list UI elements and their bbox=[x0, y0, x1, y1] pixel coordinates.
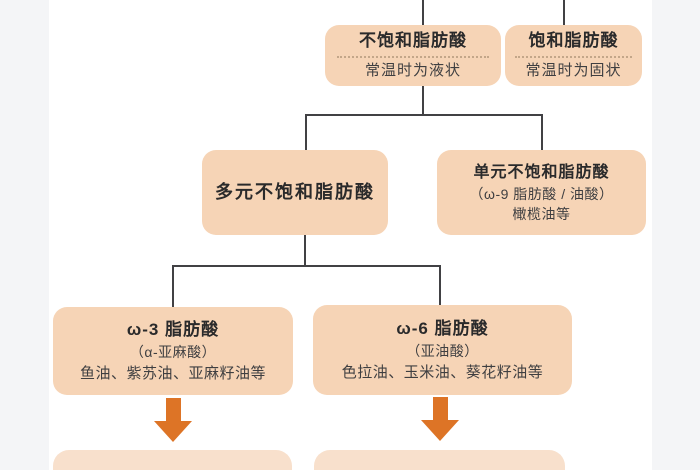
down-arrow-head bbox=[154, 421, 192, 442]
connector-to-omega6 bbox=[439, 265, 441, 306]
node-polyunsaturated: 多元不饱和脂肪酸 bbox=[202, 150, 388, 235]
node-polyunsaturated-title: 多元不饱和脂肪酸 bbox=[215, 182, 375, 203]
node-omega6-line3: 色拉油、玉米油、葵花籽油等 bbox=[341, 363, 544, 381]
node-omega3-line2: （α-亚麻酸） bbox=[129, 344, 217, 361]
branch-unsaturated bbox=[305, 114, 543, 116]
node-monounsaturated-title: 单元不饱和脂肪酸 bbox=[473, 163, 610, 181]
down-arrow-shaft bbox=[432, 397, 448, 420]
connector-to-polyunsaturated bbox=[305, 114, 307, 151]
node-omega6-line2: （亚油酸） bbox=[406, 343, 479, 360]
connector-to-omega3 bbox=[172, 265, 174, 308]
branch-polyunsaturated bbox=[172, 265, 441, 267]
node-saturated-subtitle: 常温时为固状 bbox=[525, 62, 622, 80]
connector-top-to-saturated bbox=[563, 0, 565, 26]
down-arrow-head bbox=[421, 420, 459, 441]
node-unsaturated-title: 不饱和脂肪酸 bbox=[359, 30, 467, 50]
dashed-separator bbox=[514, 56, 633, 59]
down-arrow-icon bbox=[421, 397, 459, 441]
node-monounsaturated: 单元不饱和脂肪酸 （ω-9 脂肪酸 / 油酸） 橄榄油等 bbox=[437, 150, 646, 235]
node-monounsaturated-line3: 橄榄油等 bbox=[512, 206, 571, 223]
connector-top-to-unsaturated bbox=[422, 0, 424, 26]
down-arrow-icon bbox=[154, 398, 192, 442]
connector-unsaturated-down bbox=[422, 85, 424, 116]
node-omega3-line3: 鱼油、紫苏油、亚麻籽油等 bbox=[79, 364, 266, 382]
node-saturated-title: 饱和脂肪酸 bbox=[528, 30, 619, 50]
node-saturated: 饱和脂肪酸 常温时为固状 bbox=[505, 25, 642, 86]
node-unsaturated: 不饱和脂肪酸 常温时为液状 bbox=[325, 25, 501, 86]
node-omega3-title: ω-3 脂肪酸 bbox=[126, 319, 220, 339]
down-arrow-shaft bbox=[165, 398, 181, 421]
node-result-left bbox=[53, 450, 292, 470]
dashed-separator bbox=[337, 56, 489, 59]
connector-polyunsaturated-down bbox=[304, 234, 306, 267]
node-omega3: ω-3 脂肪酸 （α-亚麻酸） 鱼油、紫苏油、亚麻籽油等 bbox=[53, 307, 293, 395]
node-omega6-title: ω-6 脂肪酸 bbox=[396, 318, 489, 338]
node-result-right bbox=[314, 450, 565, 470]
node-unsaturated-subtitle: 常温时为液状 bbox=[364, 62, 461, 80]
node-monounsaturated-line2: （ω-9 脂肪酸 / 油酸） bbox=[469, 185, 614, 202]
node-omega6: ω-6 脂肪酸 （亚油酸） 色拉油、玉米油、葵花籽油等 bbox=[313, 305, 572, 395]
connector-to-monounsaturated bbox=[541, 114, 543, 151]
